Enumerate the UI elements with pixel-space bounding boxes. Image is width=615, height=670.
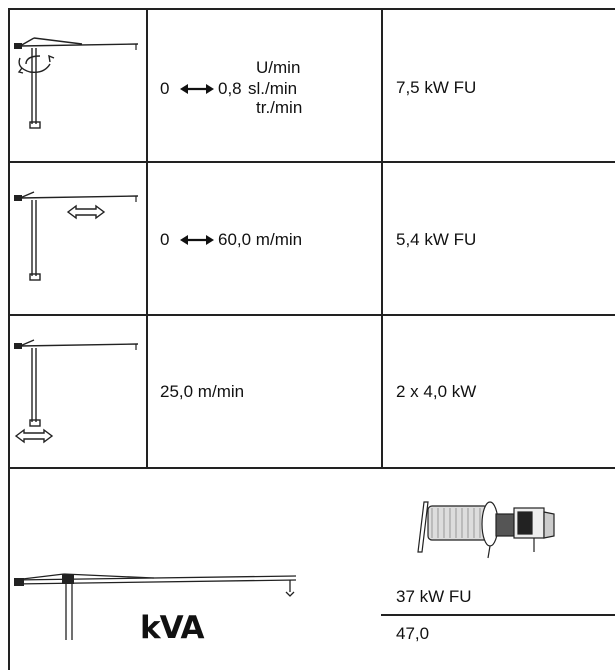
speed-low: 0 bbox=[160, 230, 170, 249]
crane-hoist-icon bbox=[14, 573, 297, 640]
slewing-power: 7,5 kW FU bbox=[396, 78, 477, 97]
kva-value: 47,0 bbox=[396, 624, 430, 643]
trolley-speed: 0 60,0 m/min bbox=[160, 230, 360, 254]
speed-high: 60,0 m/min bbox=[218, 230, 303, 249]
table-border-left bbox=[8, 8, 10, 670]
hoist-winch-icon bbox=[417, 501, 555, 559]
travel-speed: 25,0 m/min bbox=[160, 382, 245, 401]
speed-low: 0 bbox=[160, 79, 170, 98]
travel-power: 2 x 4,0 kW bbox=[396, 382, 477, 401]
row-divider-1 bbox=[8, 161, 615, 163]
column-divider-2 bbox=[381, 8, 383, 468]
unit-tr: tr./min bbox=[256, 98, 303, 117]
range-arrow-icon bbox=[180, 235, 214, 245]
trolley-power: 5,4 kW FU bbox=[396, 230, 477, 249]
row-divider-3 bbox=[8, 467, 615, 469]
slewing-speed: 0 0,8 U/min sl./min tr./min bbox=[160, 58, 320, 118]
crane-trolley-icon bbox=[14, 191, 139, 281]
crane-slewing-icon bbox=[14, 37, 139, 129]
table-border-top bbox=[8, 8, 615, 10]
column-divider-1 bbox=[146, 8, 148, 468]
speed-high: 0,8 bbox=[218, 79, 242, 98]
hoist-divider bbox=[381, 614, 615, 616]
unit-sl: sl./min bbox=[248, 79, 298, 98]
hoist-power: 37 kW FU bbox=[396, 587, 472, 606]
crane-travel-icon bbox=[14, 339, 139, 444]
row-divider-2 bbox=[8, 314, 615, 316]
unit-rpm: U/min bbox=[256, 58, 301, 77]
kva-label: kVA bbox=[140, 610, 204, 646]
range-arrow-icon bbox=[180, 84, 214, 94]
